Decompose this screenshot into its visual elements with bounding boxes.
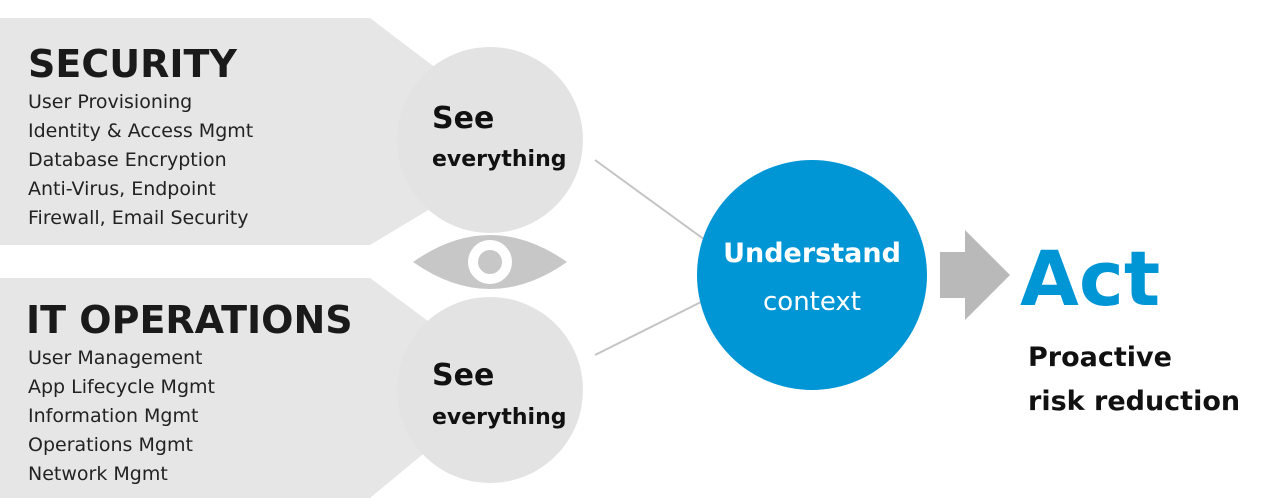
see-everything-circle-top (397, 47, 583, 233)
security-item: Identity & Access Mgmt (28, 120, 253, 142)
it-operations-item: App Lifecycle Mgmt (28, 376, 215, 398)
security-item: User Provisioning (28, 91, 192, 113)
it-operations-item: User Management (28, 347, 203, 369)
it-operations-item: Operations Mgmt (28, 434, 193, 456)
understand-label: Understand (723, 238, 901, 269)
security-panel (0, 18, 445, 245)
act-line1: Proactive (1028, 342, 1172, 373)
act-line2: risk reduction (1028, 386, 1240, 417)
security-item: Database Encryption (28, 149, 227, 171)
connector-line-top (594, 159, 706, 241)
context-label: context (763, 287, 861, 317)
it-operations-item: Information Mgmt (28, 405, 198, 427)
security-title: SECURITY (28, 42, 237, 86)
act-title: Act (1020, 234, 1160, 323)
see-top-line2: everything (432, 147, 567, 172)
connector-line-bottom (594, 299, 706, 356)
see-bottom-line2: everything (432, 405, 567, 430)
it-operations-title: IT OPERATIONS (26, 298, 353, 342)
see-bottom-line1: See (432, 358, 494, 393)
understand-context-circle (697, 160, 927, 390)
security-item: Anti-Virus, Endpoint (28, 178, 216, 200)
eye-icon (413, 235, 567, 289)
security-item: Firewall, Email Security (28, 207, 249, 229)
arrow-right-icon (940, 230, 1010, 320)
it-operations-item: Network Mgmt (28, 463, 168, 485)
it-operations-panel (0, 278, 440, 498)
see-top-line1: See (432, 101, 494, 136)
see-everything-circle-bottom (397, 297, 583, 483)
